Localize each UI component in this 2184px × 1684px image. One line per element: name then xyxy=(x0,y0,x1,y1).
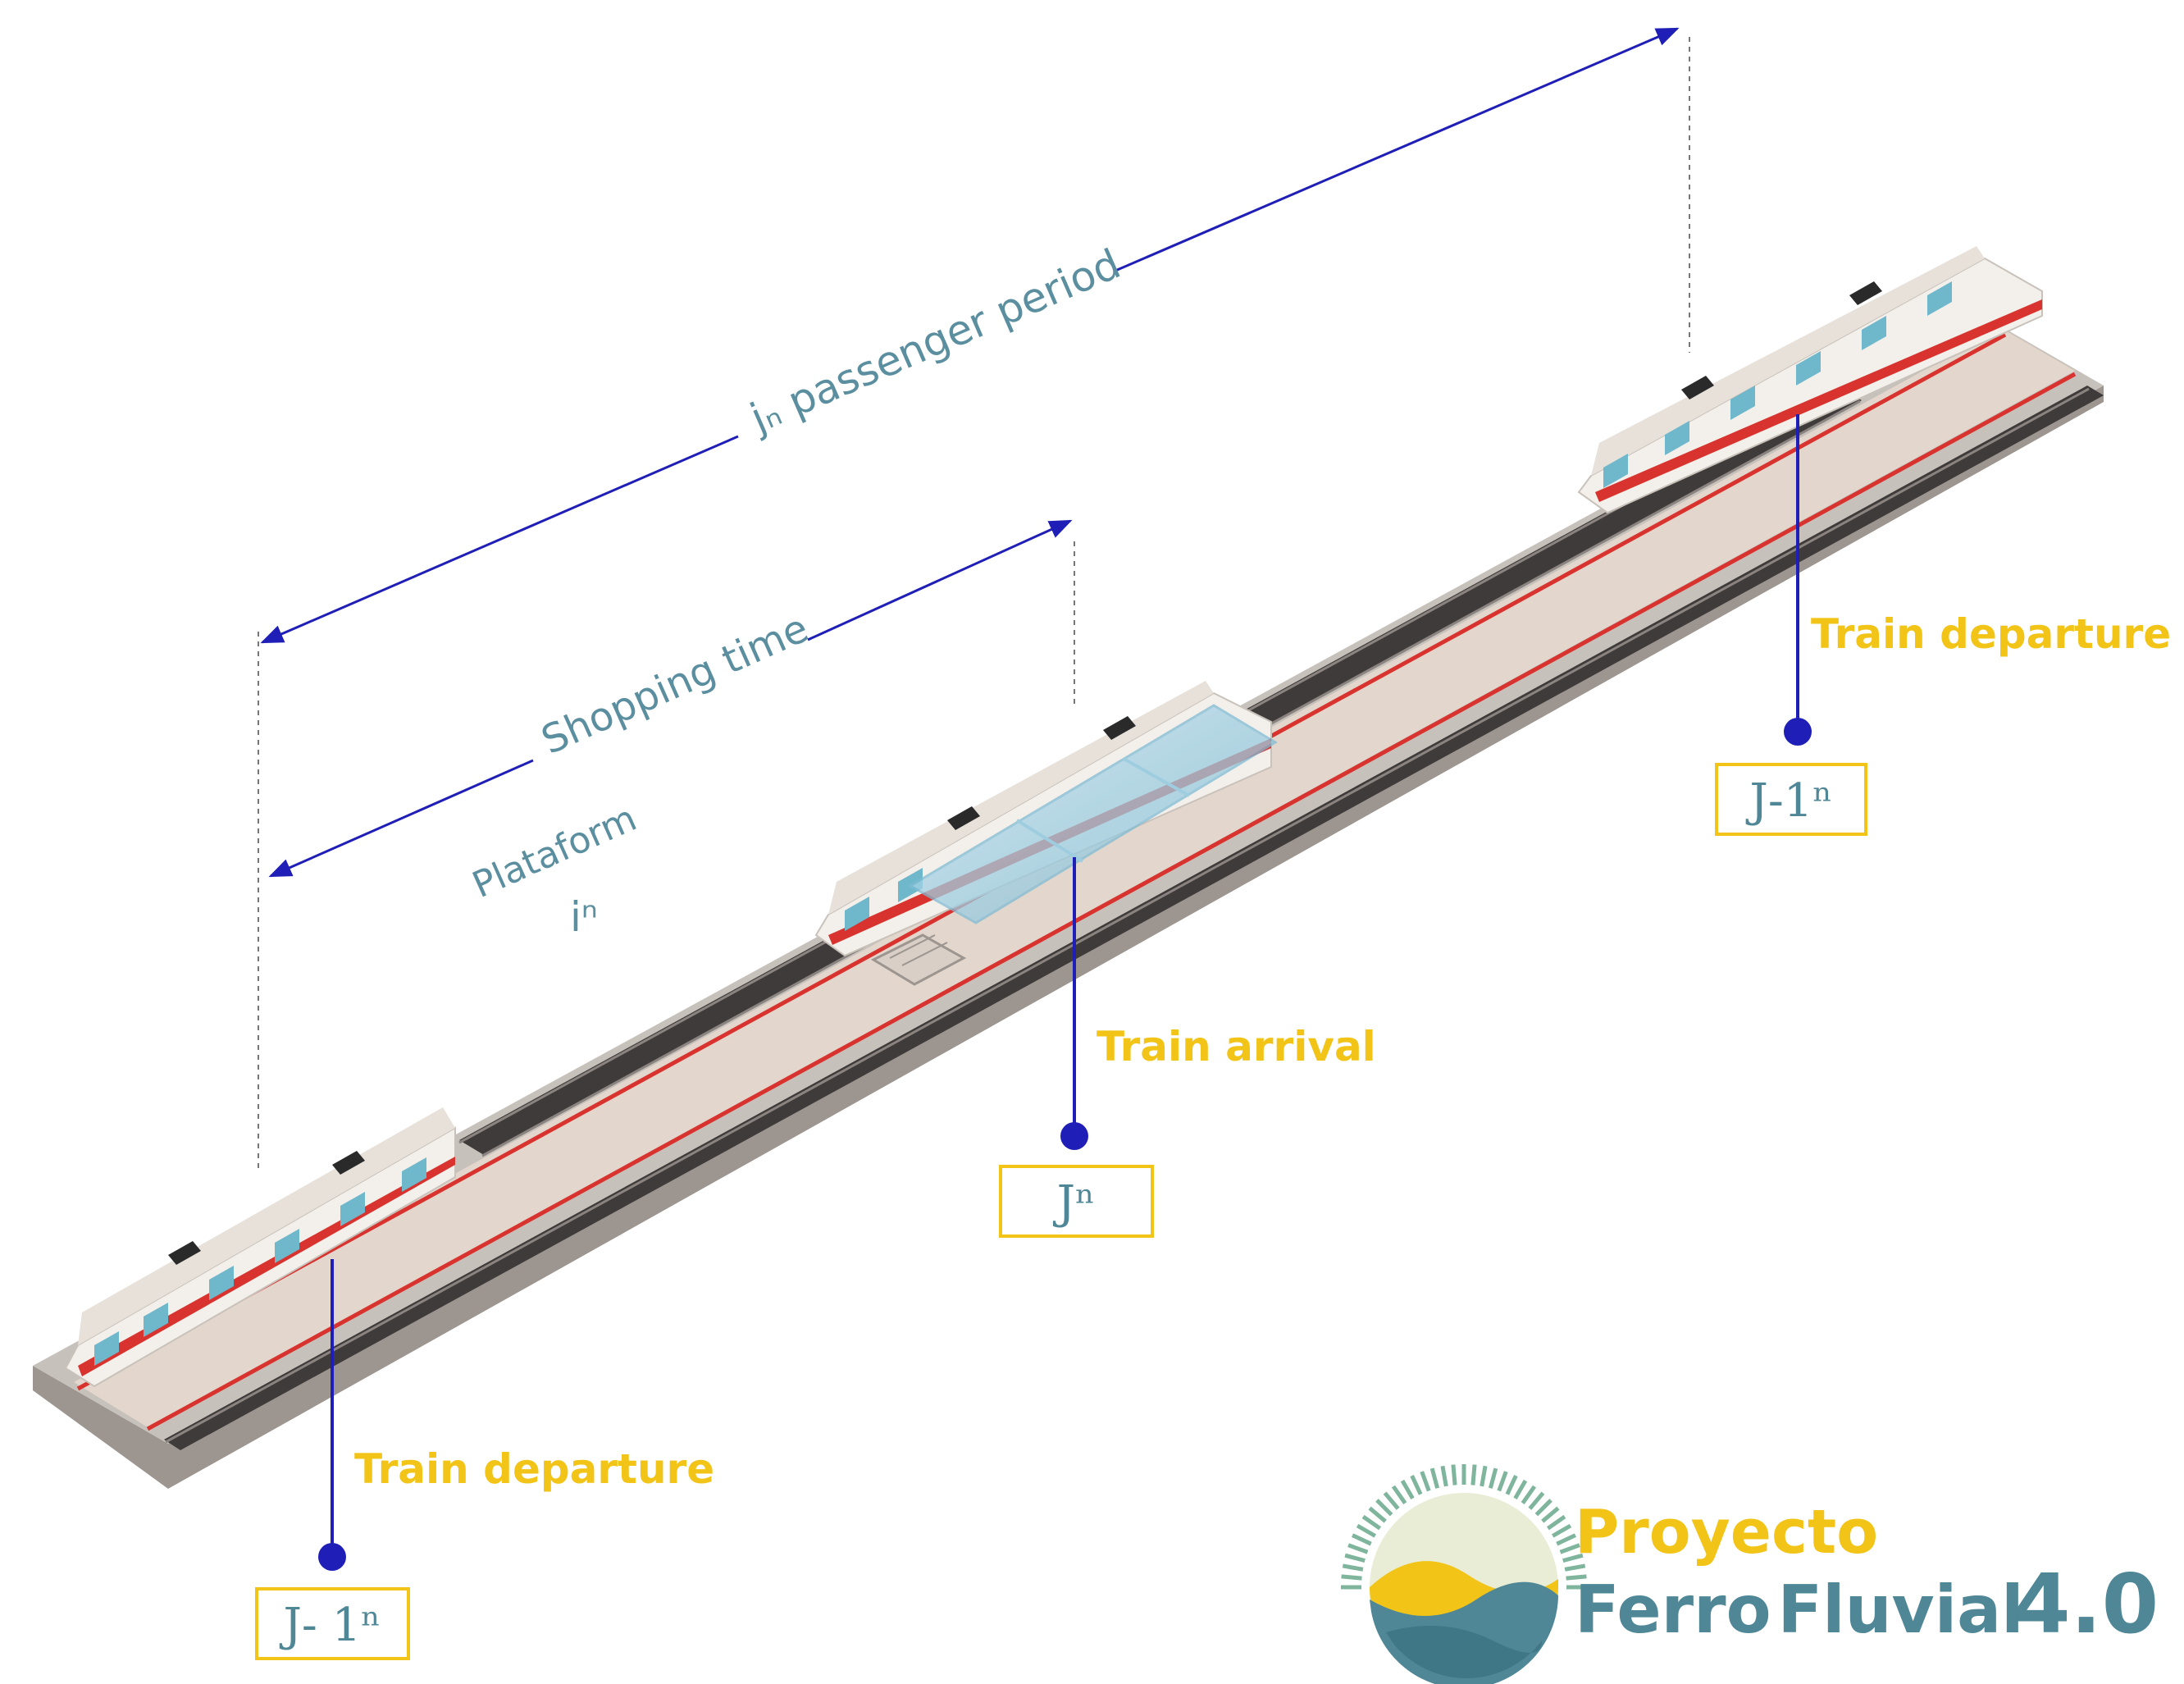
departure-right-box-text: J-1ⁿ xyxy=(1745,774,1832,828)
sun-ray xyxy=(1375,1499,1393,1517)
sun-ray xyxy=(1566,1574,1587,1581)
sun-ray xyxy=(1534,1499,1553,1517)
sun-ray xyxy=(1556,1533,1577,1546)
arrival-dot xyxy=(1060,1122,1088,1150)
sun-ray xyxy=(1368,1506,1387,1523)
sun-ray xyxy=(1480,1465,1488,1487)
platform-label: Plataform xyxy=(467,797,643,906)
sun-ray xyxy=(1505,1474,1518,1495)
sun-ray xyxy=(1552,1523,1572,1538)
sun-ray xyxy=(1451,1464,1457,1485)
departure-right-box: J-1ⁿ xyxy=(1715,763,1867,836)
departure-left-box: J- 1ⁿ xyxy=(255,1587,410,1660)
platform-symbol: iⁿ xyxy=(570,893,598,941)
train-left xyxy=(64,1107,456,1388)
pointer-departure-right xyxy=(1784,414,1812,746)
sun-ray xyxy=(1344,1553,1366,1563)
logo-line1: Proyecto xyxy=(1575,1497,1878,1568)
shopping-time-label: Shopping time xyxy=(535,605,815,764)
logo-ferro: Ferro xyxy=(1575,1572,1771,1648)
sun-ray xyxy=(1521,1485,1537,1505)
pointer-departure-left xyxy=(318,1259,346,1571)
shopping-time-arrow xyxy=(268,519,1073,878)
train-arrival-label: Train arrival xyxy=(1097,1023,1376,1070)
sun-ray xyxy=(1400,1479,1415,1499)
sun-ray xyxy=(1429,1467,1440,1489)
sun-ray xyxy=(1347,1543,1369,1554)
sun-ray xyxy=(1564,1563,1586,1572)
departure-right-dot xyxy=(1784,718,1812,746)
track-front xyxy=(164,386,2104,1450)
sun-ray xyxy=(1470,1464,1477,1485)
arrival-box-text: Jⁿ xyxy=(1053,1176,1096,1230)
sun-ray xyxy=(1351,1533,1372,1546)
train-center xyxy=(814,681,1278,986)
sun-ray xyxy=(1420,1471,1431,1492)
arrival-box: Jⁿ xyxy=(999,1165,1154,1238)
sun-ray xyxy=(1497,1471,1508,1492)
logo-version: 4.0 xyxy=(2013,1556,2159,1652)
train-departure-right-label: Train departure xyxy=(1811,610,2171,658)
sun-ray xyxy=(1541,1506,1560,1523)
sun-ray xyxy=(1513,1479,1528,1499)
sun-ray xyxy=(1356,1523,1376,1538)
sun-rays-icon xyxy=(1341,1464,1587,1590)
train-departure-left-label: Train departure xyxy=(354,1445,714,1493)
train-right xyxy=(1577,246,2043,514)
sun-ray xyxy=(1342,1563,1364,1572)
passenger-period-arrow xyxy=(260,27,1680,644)
sun-ray xyxy=(1341,1574,1362,1581)
sun-ray xyxy=(1559,1543,1580,1554)
sun-ray xyxy=(1488,1467,1498,1489)
sun-ray xyxy=(1391,1485,1407,1505)
sun-ray xyxy=(1528,1491,1545,1510)
sun-ray xyxy=(1562,1553,1584,1563)
sun-ray xyxy=(1546,1514,1566,1531)
sun-ray xyxy=(1440,1465,1448,1487)
sun-ray xyxy=(1410,1474,1423,1495)
sun-ray xyxy=(1383,1491,1400,1510)
sun-ray xyxy=(1361,1514,1382,1531)
guide-lines xyxy=(258,37,1690,1169)
pointer-arrival xyxy=(1060,857,1088,1150)
passenger-period-label: jₙ passenger period xyxy=(743,240,1128,442)
departure-left-box-text: J- 1ⁿ xyxy=(279,1599,381,1652)
departure-left-dot xyxy=(318,1543,346,1571)
logo-fluvial: Fluvial xyxy=(1778,1572,2024,1648)
